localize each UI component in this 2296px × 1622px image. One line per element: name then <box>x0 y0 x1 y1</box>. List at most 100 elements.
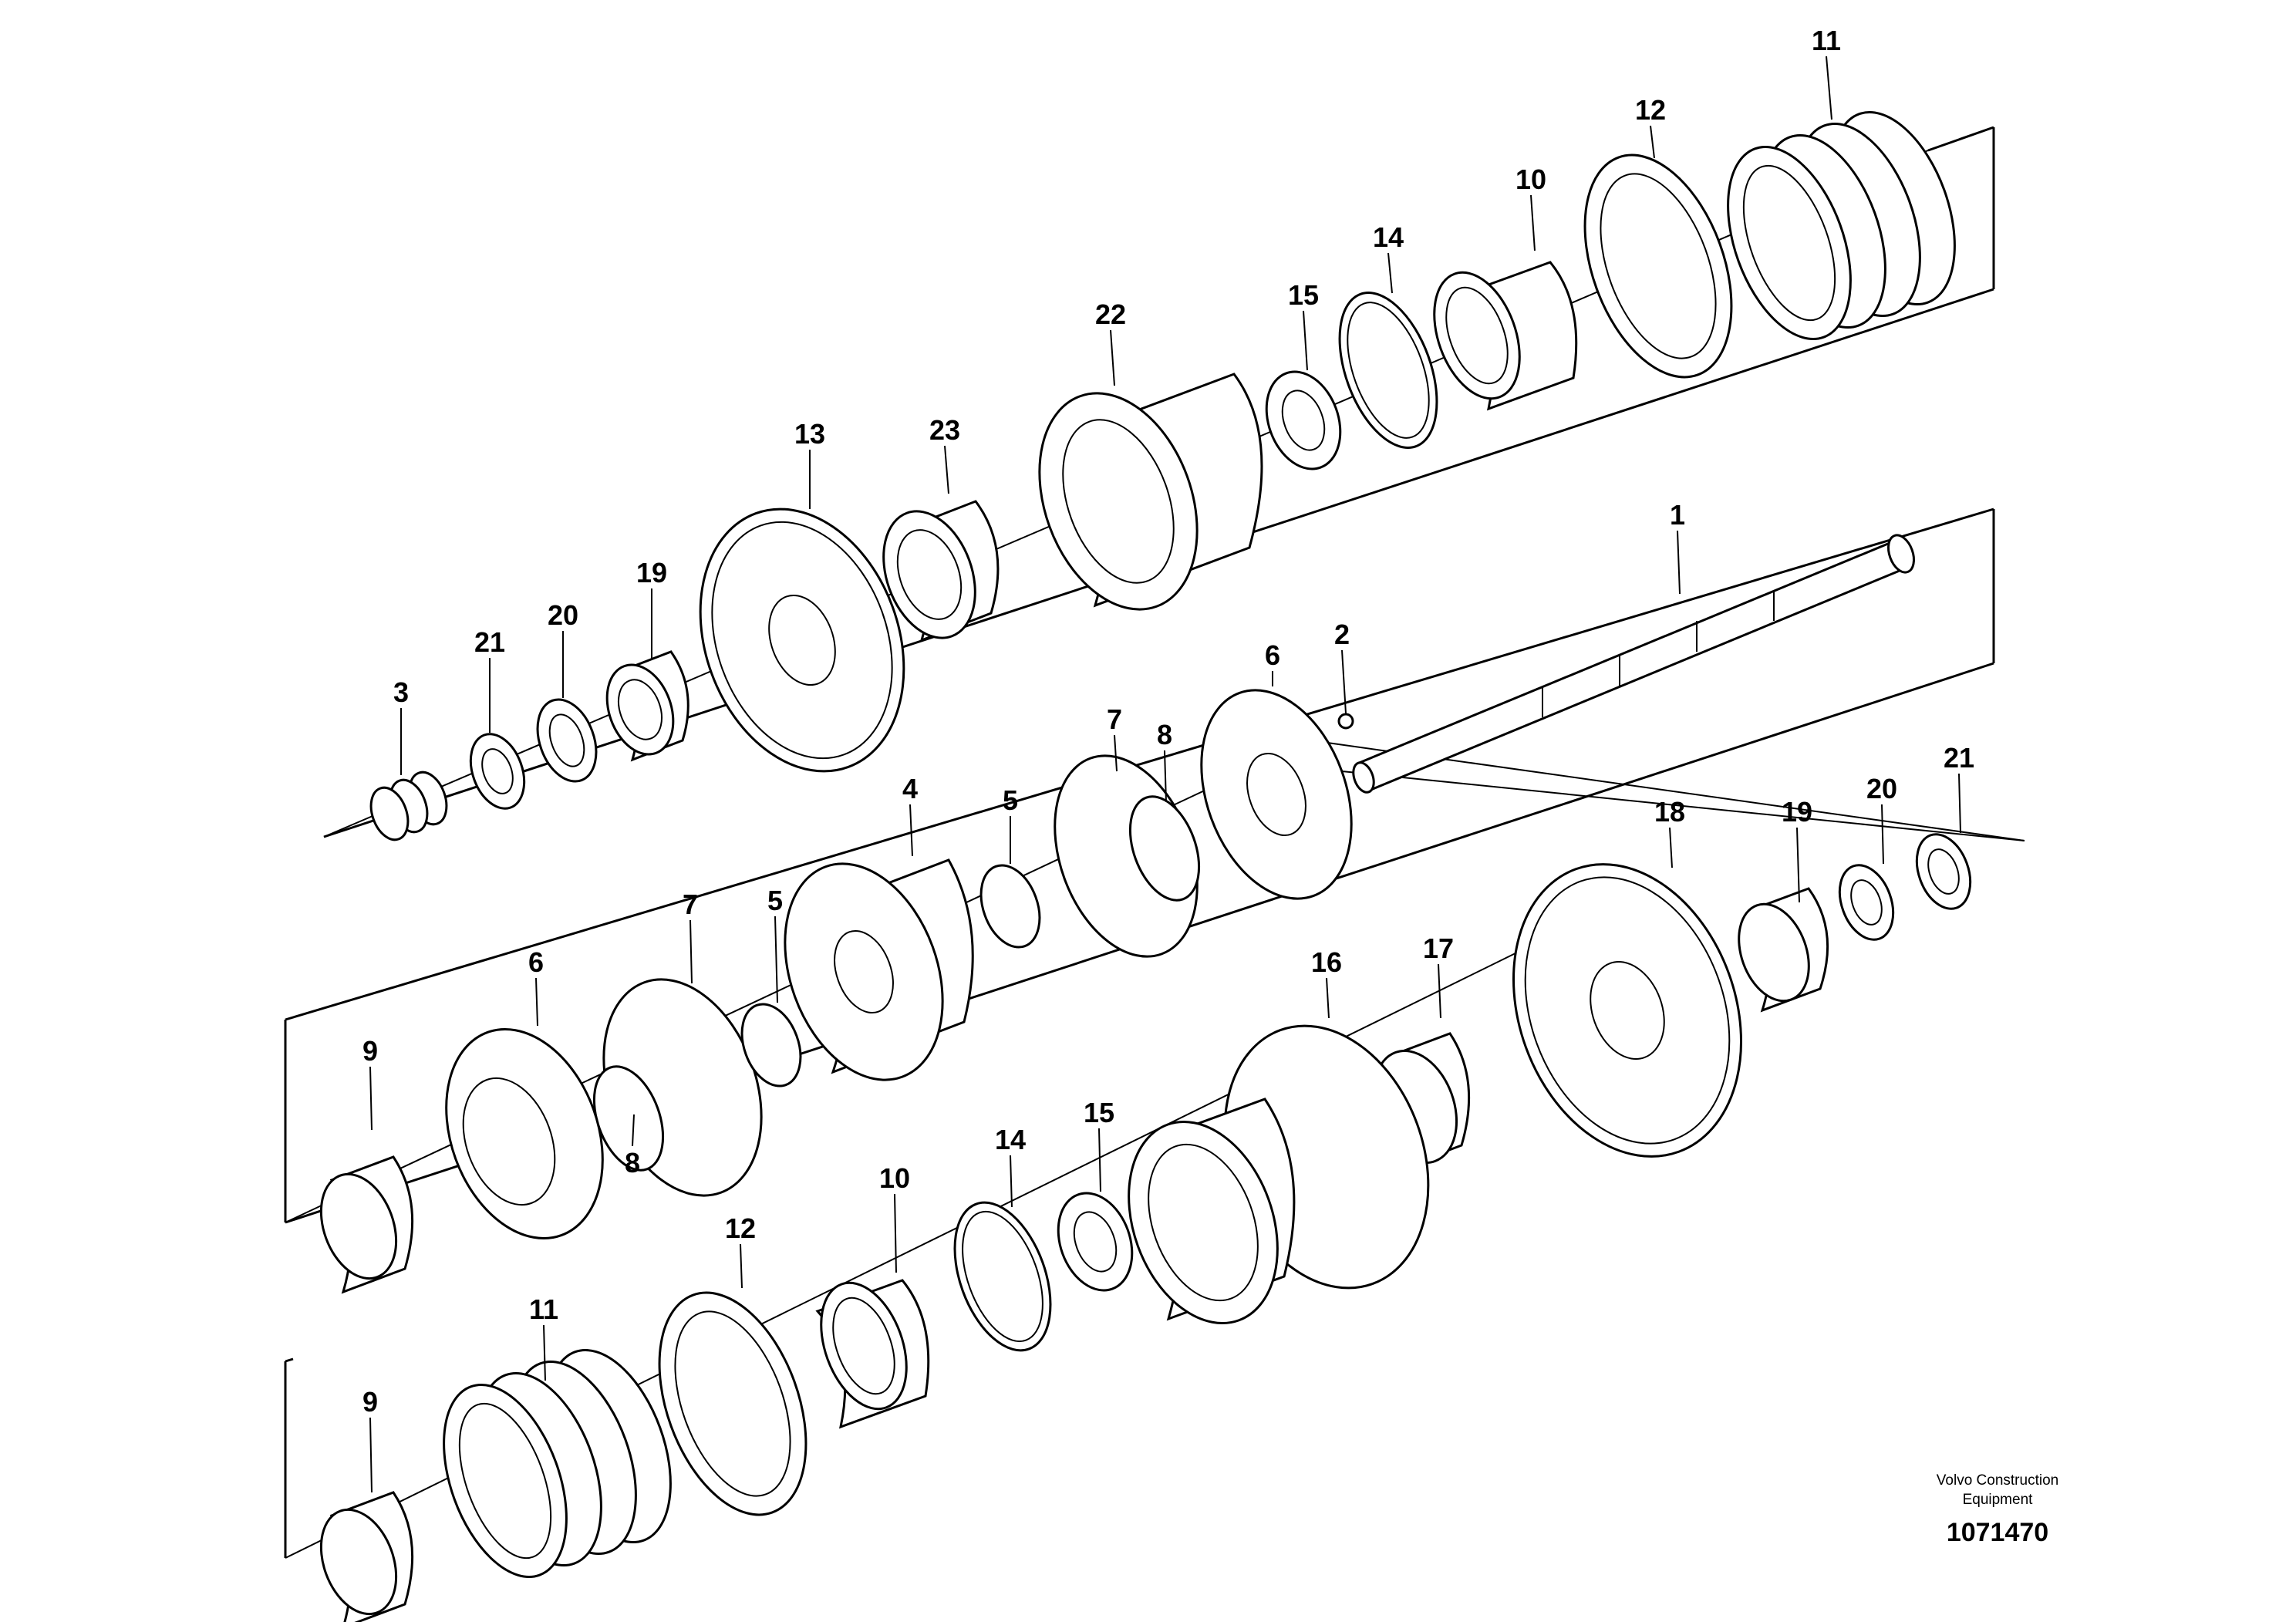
leader-line-9 <box>369 1066 373 1131</box>
leader-line-14 <box>1010 1155 1013 1208</box>
part-rings-3 <box>369 771 448 841</box>
callout-12: 12 <box>1635 94 1666 126</box>
part-hub-10-bottom <box>815 1279 930 1429</box>
leader-line-10 <box>1530 194 1536 251</box>
part-bearing-23 <box>882 500 1000 642</box>
part-ring-5-mid <box>979 864 1041 949</box>
part-gear-18 <box>1512 863 1742 1158</box>
callout-10: 10 <box>1515 164 1546 195</box>
callout-5: 5 <box>767 885 783 916</box>
leader-line-5 <box>774 916 778 1003</box>
callout-8: 8 <box>625 1147 640 1179</box>
leader-line-8 <box>632 1114 635 1147</box>
part-sleeve-9-mid <box>319 1155 414 1294</box>
callout-20: 20 <box>548 599 578 631</box>
leader-line-11 <box>1826 56 1832 120</box>
part-sleeve-9-bottom <box>319 1491 414 1622</box>
part-plate-6-mid <box>1200 689 1353 900</box>
part-ring-5-left <box>740 1003 802 1088</box>
callout-14: 14 <box>1373 221 1404 253</box>
leader-line-12 <box>740 1243 743 1289</box>
leader-line-17 <box>1438 963 1441 1019</box>
callout-11: 11 <box>529 1293 558 1325</box>
leader-line-20 <box>1881 804 1884 865</box>
part-oring-8-mid <box>1128 795 1201 902</box>
part-ring-14-top <box>1338 292 1438 449</box>
part-shaft-1 <box>1352 534 1915 794</box>
part-nut-21-top <box>469 733 526 810</box>
leader-line-14 <box>1387 252 1393 294</box>
callout-9: 9 <box>362 1035 378 1067</box>
leader-line-18 <box>1669 827 1673 868</box>
callout-15: 15 <box>1288 279 1319 311</box>
callout-2: 2 <box>1334 619 1350 650</box>
callout-14: 14 <box>995 1124 1026 1155</box>
callout-6: 6 <box>1265 639 1280 671</box>
callout-7: 7 <box>683 889 698 920</box>
part-washer-20-right <box>1838 864 1895 941</box>
part-ring-14-bottom <box>953 1201 1052 1352</box>
leader-line-4 <box>909 804 913 857</box>
leader-line-16 <box>1326 977 1330 1019</box>
callout-21: 21 <box>1944 742 1974 774</box>
part-drum-22 <box>1038 373 1263 611</box>
part-housing-6-left <box>445 1027 604 1240</box>
callout-8: 8 <box>1157 719 1172 750</box>
part-hub-10-top <box>1433 261 1578 411</box>
callout-11: 11 <box>1812 25 1841 56</box>
part-washer-15-bottom <box>1057 1192 1134 1292</box>
leader-line-23 <box>944 445 949 494</box>
callout-19: 19 <box>1782 796 1812 828</box>
leader-line-15 <box>1303 310 1308 371</box>
leader-line-6 <box>535 977 538 1027</box>
company-line-2: Equipment <box>1963 1492 2034 1508</box>
part-clutch-discs-bottom <box>443 1349 672 1578</box>
leader-line-8 <box>1164 750 1167 803</box>
leader-line-7 <box>1114 734 1118 772</box>
leader-line-15 <box>1098 1128 1101 1192</box>
callout-15: 15 <box>1084 1097 1114 1128</box>
part-bearing-19-right <box>1738 887 1829 1013</box>
callout-17: 17 <box>1423 932 1454 964</box>
part-washer-20-top <box>536 698 598 783</box>
callout-23: 23 <box>929 414 960 446</box>
leader-line-7 <box>689 919 693 984</box>
leader-lines <box>369 56 1961 1493</box>
part-drum-16 <box>1128 1024 1430 1325</box>
callout-22: 22 <box>1095 298 1126 330</box>
part-bearing-19-top <box>605 650 689 762</box>
callout-18: 18 <box>1654 796 1685 828</box>
part-ball-2 <box>1337 713 1354 730</box>
part-disc-12-top <box>1583 153 1733 379</box>
part-disc-12-bottom <box>658 1291 807 1516</box>
leader-line-11 <box>543 1324 546 1381</box>
leader-line-1 <box>1677 530 1681 595</box>
callout-16: 16 <box>1311 946 1342 978</box>
callout-6: 6 <box>528 946 544 978</box>
leader-line-21 <box>1958 773 1961 834</box>
leader-line-2 <box>1341 649 1347 714</box>
part-washer-15-top <box>1265 370 1342 470</box>
leader-line-19 <box>1796 827 1800 903</box>
callout-1: 1 <box>1670 499 1685 531</box>
callout-5: 5 <box>1003 784 1018 816</box>
title-block: Volvo Construction Equipment 1071470 <box>1937 1472 2058 1547</box>
drawing-number: 1071470 <box>1947 1518 2048 1547</box>
part-piston-4 <box>784 858 974 1081</box>
callout-4: 4 <box>902 773 918 804</box>
part-gear-13 <box>699 508 905 773</box>
part-clutch-discs-top <box>1727 111 1956 340</box>
callout-12: 12 <box>725 1212 756 1244</box>
callout-3: 3 <box>393 676 409 708</box>
part-nut-21-right <box>1915 833 1972 910</box>
callout-9: 9 <box>362 1386 378 1418</box>
callout-10: 10 <box>879 1162 910 1194</box>
leader-line-22 <box>1110 329 1115 386</box>
callout-20: 20 <box>1866 773 1897 804</box>
leader-line-9 <box>369 1417 373 1493</box>
callout-21: 21 <box>474 626 505 658</box>
leader-line-12 <box>1650 125 1655 159</box>
callout-19: 19 <box>636 557 667 588</box>
